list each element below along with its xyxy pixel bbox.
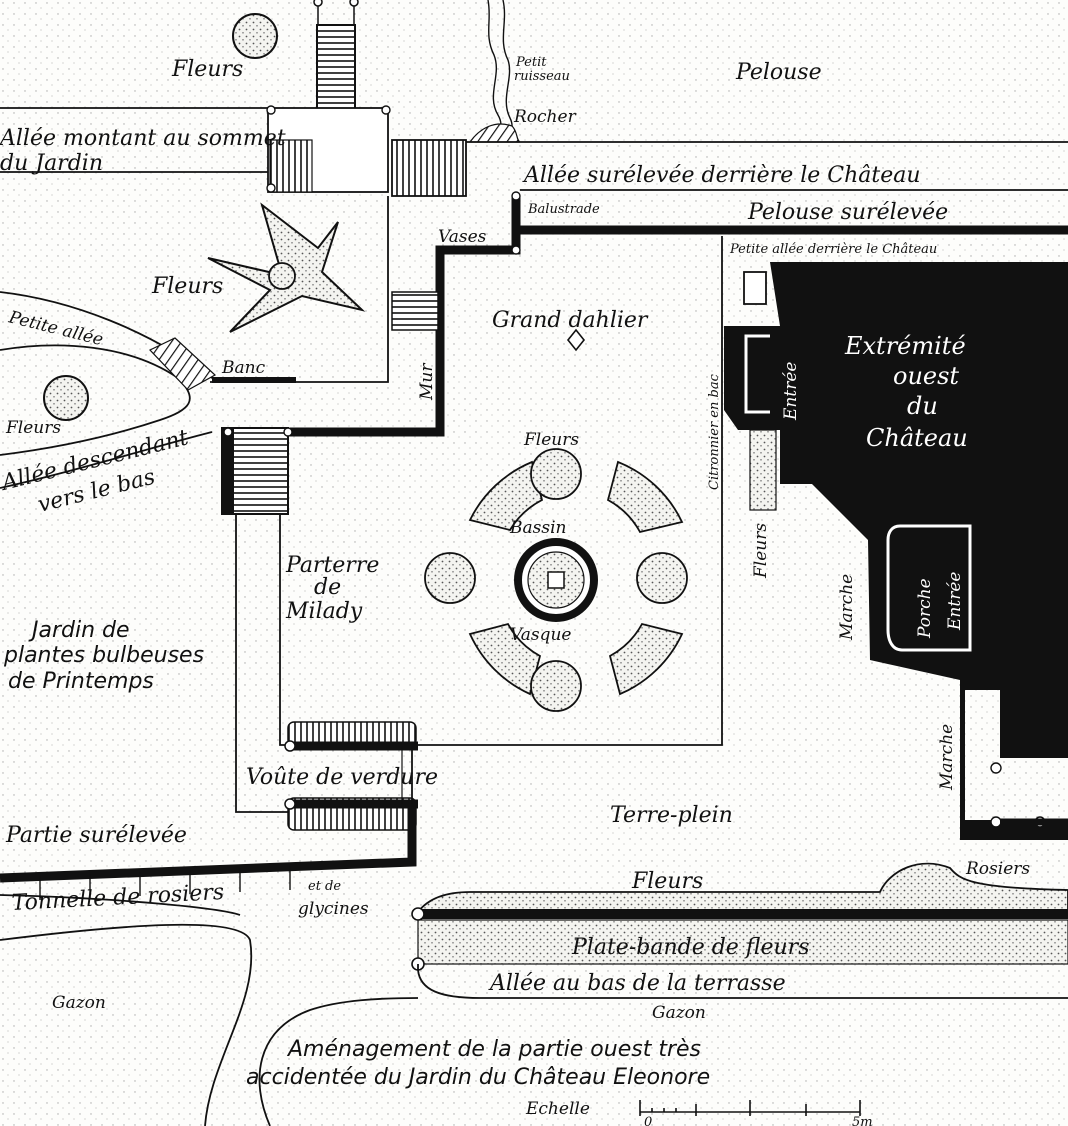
label-fleurs-bottom: Fleurs [631, 869, 703, 894]
label-gazon-left: Gazon [52, 993, 106, 1013]
label-marche-2: Marche [937, 724, 957, 791]
label-chateau-4: Château [866, 424, 968, 452]
label-scale-0: 0 [644, 1115, 652, 1126]
label-jardin-bulbes-2: plantes bulbeuses [3, 643, 204, 668]
dahlia-marker [566, 328, 586, 352]
label-fleurs-vertical: Fleurs [751, 523, 771, 579]
landing-steps-left [269, 139, 313, 193]
label-scale-end: 5m [852, 1115, 873, 1126]
wall-steps [391, 291, 439, 331]
label-chateau-1: Extrémité [844, 332, 966, 360]
rock [468, 123, 521, 143]
label-allee-montant-2: du Jardin [0, 151, 103, 176]
flower-bed-top [232, 13, 278, 59]
petite-allee-steps [148, 337, 217, 391]
label-rocher: Rocher [513, 107, 577, 127]
label-pelouse-surelevee: Pelouse surélevée [747, 200, 948, 225]
label-terre-plein: Terre-plein [610, 803, 733, 828]
label-jardin-bulbes-3: de Printemps [8, 669, 154, 694]
tonnelle-ticks [39, 866, 291, 900]
label-fleurs-left: Fleurs [5, 418, 61, 438]
flower-strip-chateau [749, 429, 777, 511]
label-mur: Mur [417, 363, 437, 401]
label-bassin: Bassin [509, 518, 566, 538]
steps-to-raised-alley [391, 139, 467, 197]
caption-line-1: Aménagement de la partie ouest très [286, 1037, 701, 1062]
label-entree-1: Entrée [781, 362, 801, 421]
label-parterre-3: Milady [285, 599, 363, 624]
parterre-de-milady [424, 448, 688, 712]
side-alley [235, 236, 723, 813]
raised-part-wall [0, 804, 417, 883]
label-partie-surelevee: Partie surélevée [5, 823, 187, 848]
lawn-curves-bottom [0, 894, 419, 1126]
label-citronnier: Citronnier en bac [707, 373, 722, 490]
upper-staircase [313, 0, 359, 116]
porch-outline [886, 524, 972, 652]
label-porche: Porche [915, 578, 935, 639]
label-echelle: Echelle [525, 1099, 590, 1119]
label-ruisseau: ruisseau [514, 69, 570, 84]
label-parterre-1: Parterre [285, 553, 379, 578]
label-chateau-3: du [907, 392, 938, 420]
label-petite-allee-chateau: Petite allée derrière le Château [729, 242, 937, 257]
label-banc: Banc [221, 358, 266, 378]
label-rosiers: Rosiers [965, 859, 1030, 879]
label-vasque: Vasque [510, 625, 571, 645]
label-fleurs-star: Fleurs [151, 274, 223, 299]
label-voute: Voûte de verdure [246, 765, 438, 790]
caption-line-2: accidentée du Jardin du Château Eleonore [246, 1065, 710, 1090]
label-pelouse: Pelouse [735, 60, 822, 85]
label-fleurs-parterre: Fleurs [523, 430, 579, 450]
label-grand-dahlier: Grand dahlier [492, 308, 649, 333]
label-allee-montant-1: Allée montant au sommet [0, 126, 286, 151]
scale-bar [639, 1100, 861, 1116]
citronnier-tub [743, 271, 767, 305]
chateau-west-end [724, 262, 1068, 840]
label-allee-bas: Allée au bas de la terrasse [488, 971, 786, 996]
label-fleurs-top: Fleurs [171, 57, 243, 82]
label-parterre-2: de [314, 575, 341, 600]
label-allee-surelevee: Allée surélevée derrière le Château [522, 163, 921, 188]
label-petit: Petit [515, 55, 547, 70]
label-plate-bande: Plate-bande de fleurs [571, 935, 809, 960]
label-gazon-center: Gazon [652, 1003, 706, 1023]
retaining-wall [290, 230, 521, 437]
label-balustrade: Balustrade [527, 202, 600, 217]
label-tonnelle-2: et de [308, 879, 341, 894]
flower-bed-left [43, 375, 89, 421]
label-tonnelle-3: glycines [298, 899, 369, 919]
label-chateau-2: ouest [893, 362, 959, 390]
voute-de-verdure [284, 721, 418, 831]
label-jardin-bulbes-1: Jardin de [28, 618, 130, 643]
label-marche-1: Marche [837, 574, 857, 641]
label-entree-2: Entrée [945, 572, 965, 631]
lower-terrace [411, 862, 1068, 999]
label-vases: Vases [438, 227, 487, 247]
